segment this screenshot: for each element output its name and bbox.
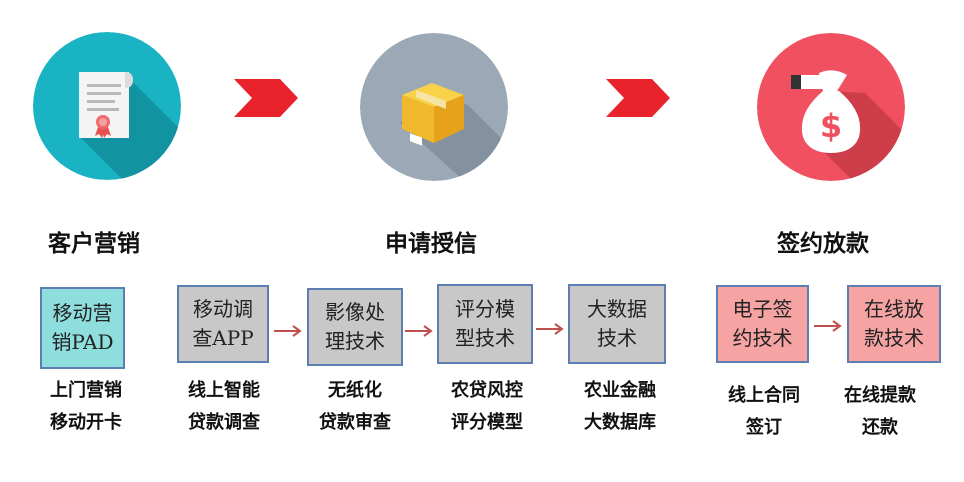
package-box-icon xyxy=(360,33,508,181)
stage-title-marketing: 客户营销 xyxy=(48,231,140,257)
box-label-line1: 大数据 xyxy=(587,297,647,321)
box-description: 上门营销 移动开卡 xyxy=(38,375,134,439)
stage-icon-marketing xyxy=(33,32,181,180)
box-label-line2: 约技术 xyxy=(732,326,793,350)
box-label-line2: 款技术 xyxy=(864,326,924,350)
certificate-icon xyxy=(33,32,181,180)
box-description: 农业金融 大数据库 xyxy=(570,375,670,439)
box-description: 无纸化 贷款审查 xyxy=(305,375,405,439)
box-label-line1: 移动调 xyxy=(192,297,253,321)
box-label-line2: 销PAD xyxy=(51,330,114,354)
chevron-arrow-icon xyxy=(234,79,298,117)
dollar-sign: $ xyxy=(820,107,842,145)
desc-line2: 大数据库 xyxy=(584,412,656,433)
box-label-line2: 技术 xyxy=(597,326,637,350)
tech-box-big-data: 大数据技术 xyxy=(568,284,666,364)
connector-arrow-icon xyxy=(405,325,433,337)
desc-line1: 农贷风控 xyxy=(451,380,523,401)
box-label-line1: 在线放 xyxy=(864,297,924,321)
box-label-line1: 电子签 xyxy=(732,297,793,321)
box-description: 线上智能 贷款调查 xyxy=(176,375,272,439)
box-label-line1: 移动营 xyxy=(52,301,113,325)
tech-box-scoring-model: 评分模型技术 xyxy=(437,284,533,364)
tech-box-e-signature: 电子签约技术 xyxy=(716,285,809,363)
desc-line1: 线上智能 xyxy=(188,380,260,401)
stage-icon-credit xyxy=(360,33,508,181)
desc-line2: 移动开卡 xyxy=(50,412,122,433)
box-label-line2: 查APP xyxy=(192,326,254,350)
connector-arrow-icon xyxy=(536,323,564,335)
chevron-arrow-icon xyxy=(606,79,670,117)
stage-title-loan: 签约放款 xyxy=(777,231,869,257)
stage-title-credit: 申请授信 xyxy=(385,231,477,257)
desc-line2: 贷款调查 xyxy=(188,412,260,433)
box-label-line2: 理技术 xyxy=(325,329,385,353)
money-bag-icon: $ xyxy=(757,33,905,181)
box-label-line1: 评分模 xyxy=(455,297,515,321)
tech-box-mobile-survey: 移动调查APP xyxy=(177,285,269,363)
tech-box-online-loan: 在线放款技术 xyxy=(847,285,941,363)
box-description: 农贷风控 评分模型 xyxy=(437,375,537,439)
desc-line1: 无纸化 xyxy=(328,380,382,401)
desc-line1: 在线提款 xyxy=(844,385,916,406)
desc-line2: 评分模型 xyxy=(451,412,523,433)
connector-arrow-icon xyxy=(814,320,842,332)
desc-line2: 签订 xyxy=(746,417,782,438)
stage-icon-loan: $ xyxy=(757,33,905,181)
box-description: 在线提款 还款 xyxy=(830,380,930,444)
tech-box-image-processing: 影像处理技术 xyxy=(307,288,403,366)
desc-line2: 贷款审查 xyxy=(319,412,391,433)
box-label-line2: 型技术 xyxy=(455,326,515,350)
desc-line1: 农业金融 xyxy=(584,380,656,401)
tech-box-mobile-marketing: 移动营销PAD xyxy=(40,287,125,369)
box-label-line1: 影像处 xyxy=(325,300,385,324)
box-description: 线上合同 签订 xyxy=(714,380,814,444)
desc-line1: 上门营销 xyxy=(50,380,122,401)
desc-line1: 线上合同 xyxy=(728,385,800,406)
desc-line2: 还款 xyxy=(862,417,898,438)
connector-arrow-icon xyxy=(274,325,302,337)
